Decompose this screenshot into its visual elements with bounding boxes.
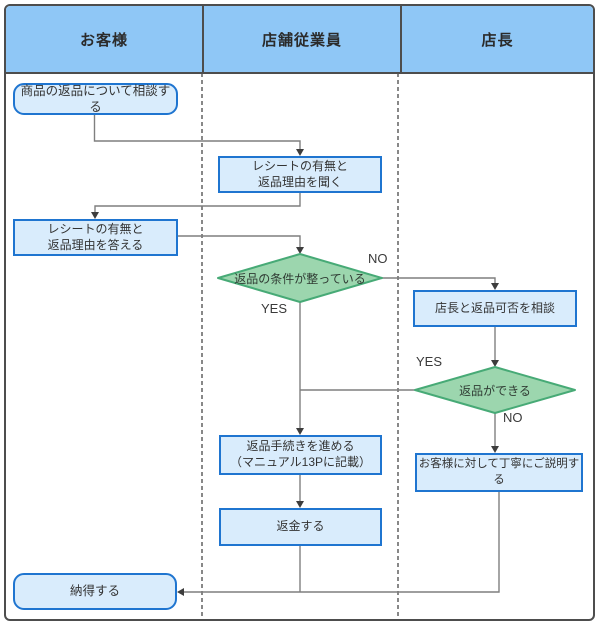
swimlane-header: お客様 店舗従業員 店長 xyxy=(6,6,593,74)
node-refund: 返金する xyxy=(219,508,382,546)
lane-header-staff: 店舗従業員 xyxy=(202,6,400,72)
lane-header-customer: お客様 xyxy=(79,31,128,49)
node-ask-receipt: レシートの有無と 返品理由を聞く xyxy=(218,156,382,193)
node-start: 商品の返品について相談する xyxy=(13,83,178,115)
node-consult-manager: 店長と返品可否を相談 xyxy=(413,290,577,327)
edge-label-can-return-yes: YES xyxy=(416,354,443,369)
edge-label-can-return-no: NO xyxy=(503,410,523,425)
edge-label-condition-yes: YES xyxy=(261,301,288,316)
lane-header-manager: 店長 xyxy=(400,6,593,72)
decision-condition-label: 返品の条件が整っている xyxy=(234,271,366,286)
decision-can-return-label: 返品ができる xyxy=(459,383,531,398)
edge-label-condition-no: NO xyxy=(368,251,388,266)
node-accept: 納得する xyxy=(13,573,177,610)
node-explain-politely: お客様に対して丁寧にご説明す る xyxy=(415,453,583,492)
node-return-procedure: 返品手続きを進める （マニュアル13Pに記載） xyxy=(219,435,382,475)
node-answer-receipt: レシートの有無と 返品理由を答える xyxy=(13,219,178,256)
